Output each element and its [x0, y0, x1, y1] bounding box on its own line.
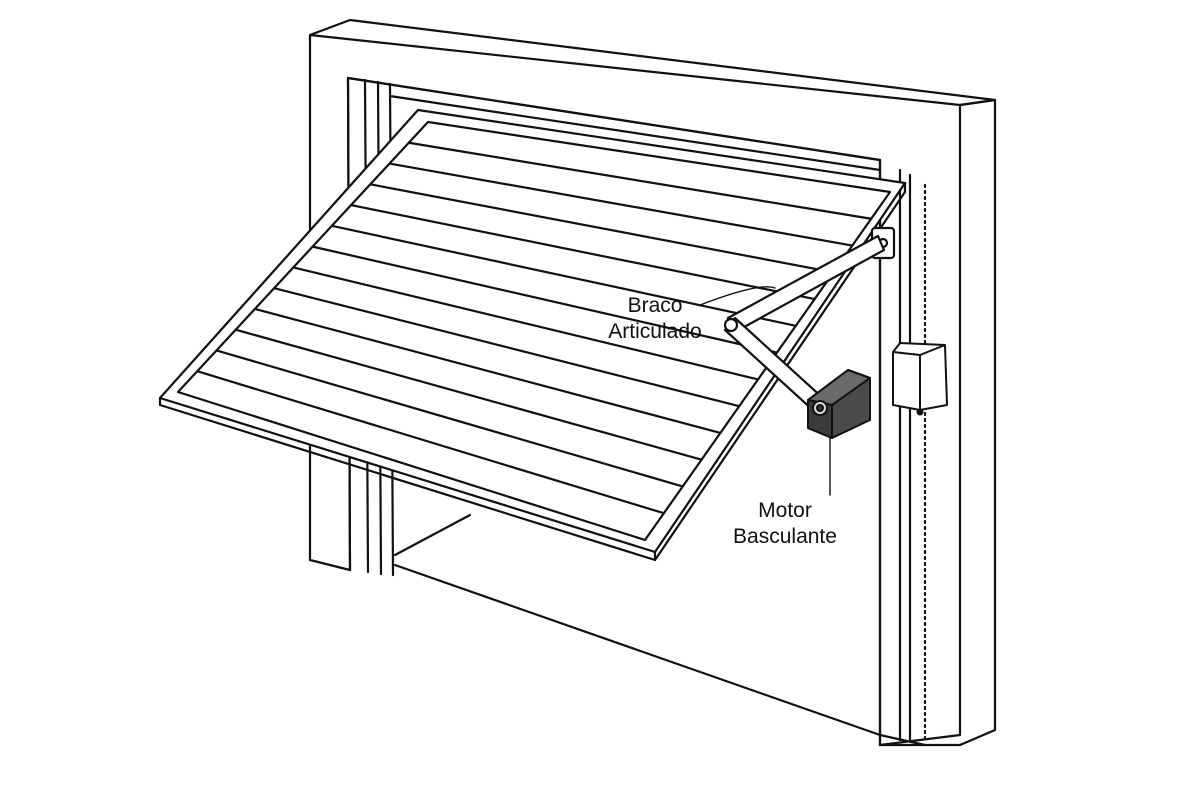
arm-label-line1: Braco: [627, 294, 683, 317]
panel-slat: [215, 349, 684, 488]
arm-label: Braco Articulado: [585, 293, 725, 345]
panel-slat: [273, 287, 741, 408]
arm-pivot-joint: [723, 317, 739, 333]
panel-slat: [388, 162, 854, 247]
motor-label-line2: Basculante: [733, 525, 837, 548]
motor-label-line1: Motor: [758, 499, 812, 522]
panel-slat: [369, 183, 835, 274]
articulated-arm: [723, 226, 896, 414]
panel-slat: [349, 203, 816, 301]
panel-slat: [234, 328, 703, 461]
panel-slats: [196, 141, 873, 515]
panel-slat: [292, 266, 760, 381]
panel-slat: [311, 245, 779, 354]
panel-slat: [330, 224, 797, 327]
wall-control-box: [892, 342, 948, 416]
arm-label-line2: Articulado: [608, 320, 702, 343]
tilt-door-panel: [158, 108, 907, 562]
panel-slat: [196, 370, 665, 515]
panel-slat: [407, 141, 873, 220]
motor-label: Motor Basculante: [700, 498, 870, 550]
tilt-motor-unit: [807, 369, 871, 439]
floor-lines: [393, 513, 882, 737]
panel-slat: [253, 307, 722, 435]
